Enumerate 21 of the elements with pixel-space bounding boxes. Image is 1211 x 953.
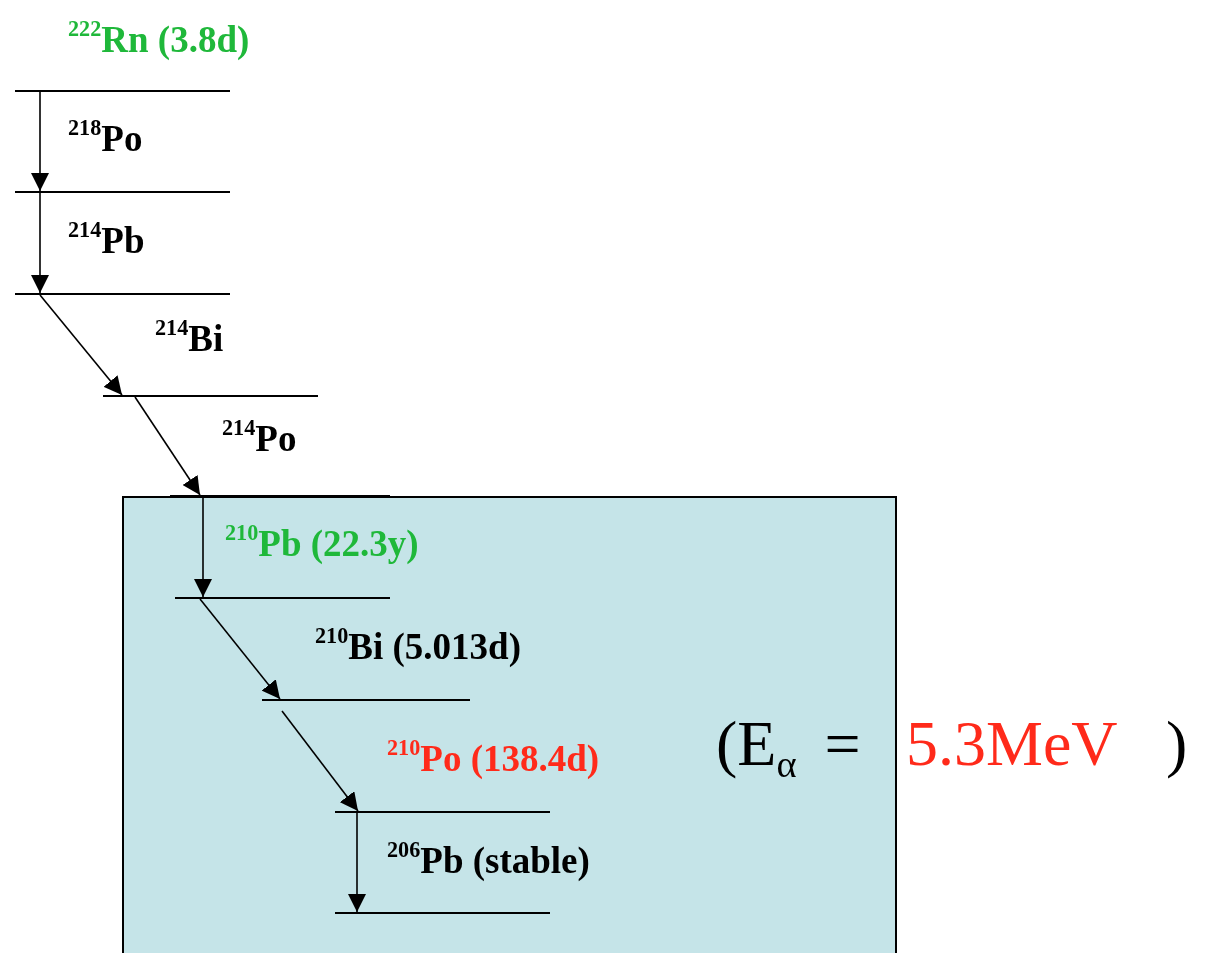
- energy-annotation: ): [1166, 707, 1188, 781]
- decay-arrow: [31, 91, 49, 192]
- nuclide-label: $^{210}$Po (138.4d): [387, 737, 600, 781]
- nuclide-label: $^{206}$Pb (stable): [387, 839, 590, 883]
- decay-arrow: [281, 710, 359, 812]
- nuclide-label: $^{214}$Pb: [68, 219, 145, 263]
- decay-arrow: [134, 396, 201, 496]
- shaded-panel: [122, 496, 897, 953]
- decay-arrow: [31, 192, 49, 294]
- nuclide-label: $^{214}$Po: [222, 417, 297, 461]
- decay-arrow: [194, 496, 212, 598]
- decay-arrow: [199, 598, 281, 700]
- nuclide-label: $^{222}$Rn (3.8d): [68, 18, 250, 62]
- nuclide-label: $^{210}$Pb (22.3y): [225, 522, 419, 566]
- decay-arrow: [348, 812, 366, 913]
- energy-annotation: 5.3MeV: [906, 707, 1118, 781]
- energy-annotation: (E$_{α}$ =: [716, 707, 861, 782]
- nuclide-label: $^{218}$Po: [68, 117, 143, 161]
- decay-arrow: [39, 294, 123, 396]
- nuclide-label: $^{214}$Bi: [155, 317, 224, 361]
- nuclide-label: $^{210}$Bi (5.013d): [315, 625, 521, 669]
